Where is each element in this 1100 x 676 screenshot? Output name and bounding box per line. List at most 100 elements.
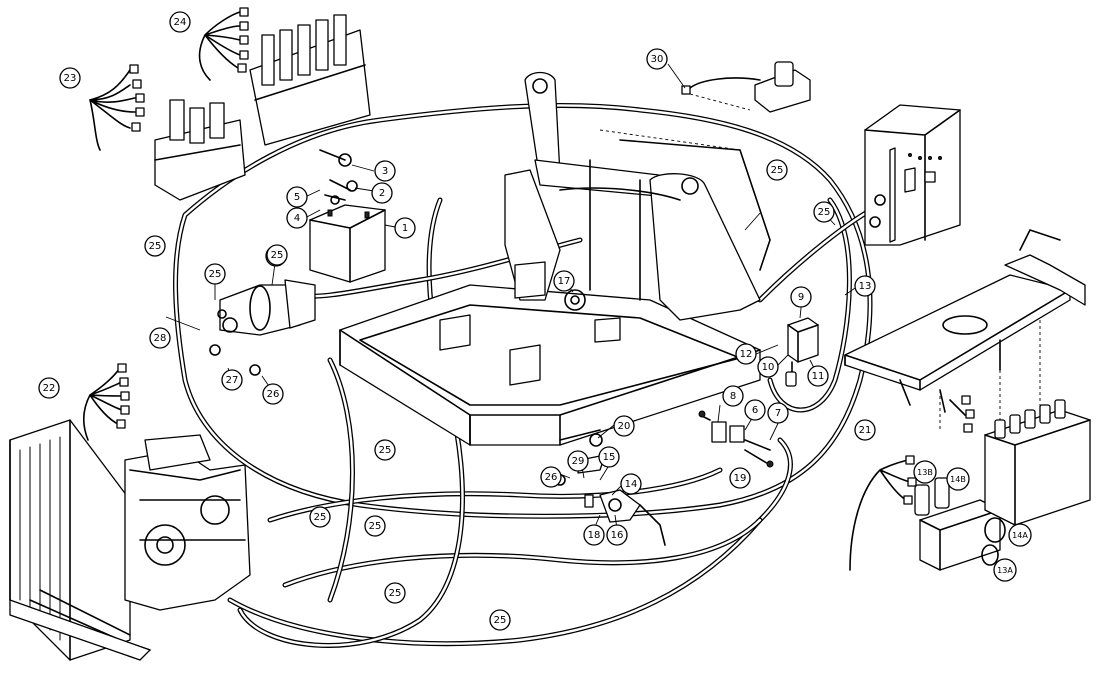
callout-label: 29 [572, 456, 585, 467]
callout-circle [913, 460, 937, 484]
callout-label: 13 [859, 281, 872, 292]
callout-c3: 3 [374, 160, 396, 182]
callout-c10: 10 [757, 356, 779, 378]
callout-label: 8 [730, 391, 736, 402]
callout-c30: 30 [646, 48, 668, 70]
callout-label: 17 [558, 276, 571, 287]
callout-label: 25 [389, 588, 402, 599]
callout-circle [262, 383, 284, 405]
valve-block-13-14 [914, 477, 1006, 571]
callout-c4: 4 [286, 207, 308, 229]
callout-circle [807, 365, 829, 387]
engine-radiator [9, 419, 251, 661]
callout-c24: 24 [169, 11, 191, 33]
callout-c12: 12 [735, 343, 757, 365]
callout-label: 14B [950, 475, 966, 484]
callout-circle [38, 377, 60, 399]
callout-c5: 5 [286, 186, 308, 208]
callout-label: 20 [618, 421, 631, 432]
chassis-frame-right [844, 229, 1086, 430]
callout-circle [364, 515, 386, 537]
callout-c19: 19 [729, 467, 751, 489]
callout-circle [540, 466, 562, 488]
control-box [864, 104, 961, 246]
callout-circle [286, 207, 308, 229]
callout-c14a: 14A [1008, 523, 1032, 547]
sensor-30 [681, 61, 811, 113]
callout-circle [149, 327, 171, 349]
callout-circle [583, 524, 605, 546]
callout-c26a: 26 [540, 466, 562, 488]
callout-circle [744, 399, 766, 421]
callout-label: 25 [149, 241, 162, 252]
callout-c25k: 25 [266, 244, 288, 266]
callout-circle [766, 159, 788, 181]
callout-c25b: 25 [813, 201, 835, 223]
callout-circle [613, 415, 635, 437]
callout-c7: 7 [767, 402, 789, 424]
switch-parts-6-8 [698, 410, 774, 468]
callout-c23: 23 [59, 67, 81, 89]
callout-c28: 28 [149, 327, 171, 349]
callout-circle [1008, 523, 1032, 547]
callout-c25g: 25 [384, 582, 406, 604]
machine-frame [339, 71, 771, 446]
callout-label: 25 [209, 269, 222, 280]
callout-c25j: 25 [204, 263, 226, 285]
callout-c25e: 25 [309, 506, 331, 528]
callout-circle [722, 385, 744, 407]
callout-label: 16 [611, 530, 624, 541]
callout-c27: 27 [221, 369, 243, 391]
callout-label: 6 [752, 405, 758, 416]
callout-label: 25 [818, 207, 831, 218]
callout-circle [993, 558, 1017, 582]
callout-label: 23 [64, 73, 77, 84]
callout-circle [221, 369, 243, 391]
callout-c25a: 25 [766, 159, 788, 181]
callout-c2: 2 [371, 182, 393, 204]
callout-circle [854, 275, 876, 297]
callout-label: 25 [494, 615, 507, 626]
callout-circle [598, 446, 620, 468]
callout-circle [286, 186, 308, 208]
callout-circle [59, 67, 81, 89]
callout-circle [309, 506, 331, 528]
callout-c11: 11 [807, 365, 829, 387]
callout-c15: 15 [598, 446, 620, 468]
connector-bundle-23 [89, 64, 145, 151]
callout-label: 25 [314, 512, 327, 523]
callout-c9: 9 [790, 286, 812, 308]
callout-label: 30 [651, 54, 664, 65]
callout-circle [767, 402, 789, 424]
callout-circle [757, 356, 779, 378]
connector-bundle-21 [849, 395, 975, 571]
callout-label: 10 [762, 362, 775, 373]
callout-label: 25 [271, 250, 284, 261]
callout-c1: 1 [394, 217, 416, 239]
callout-circle [374, 160, 396, 182]
callout-c18: 18 [583, 524, 605, 546]
callout-label: 19 [734, 473, 747, 484]
callout-label: 26 [545, 472, 558, 483]
callout-c25d: 25 [374, 439, 396, 461]
callout-label: 25 [771, 165, 784, 176]
callout-c22: 22 [38, 377, 60, 399]
callout-circle [394, 217, 416, 239]
callout-circle [144, 235, 166, 257]
callout-circle [384, 582, 406, 604]
callout-circle [567, 450, 589, 472]
callout-label: 7 [775, 408, 781, 419]
callout-circle [813, 201, 835, 223]
callout-label: 14 [625, 479, 638, 490]
callout-label: 1 [402, 223, 408, 234]
callout-label: 25 [379, 445, 392, 456]
callout-circle [854, 419, 876, 441]
callout-c25f: 25 [364, 515, 386, 537]
callout-c14: 14 [620, 473, 642, 495]
callout-label: 15 [603, 452, 616, 463]
callout-label: 4 [294, 213, 300, 224]
callout-label: 12 [740, 349, 753, 360]
callout-label: 3 [382, 166, 388, 177]
